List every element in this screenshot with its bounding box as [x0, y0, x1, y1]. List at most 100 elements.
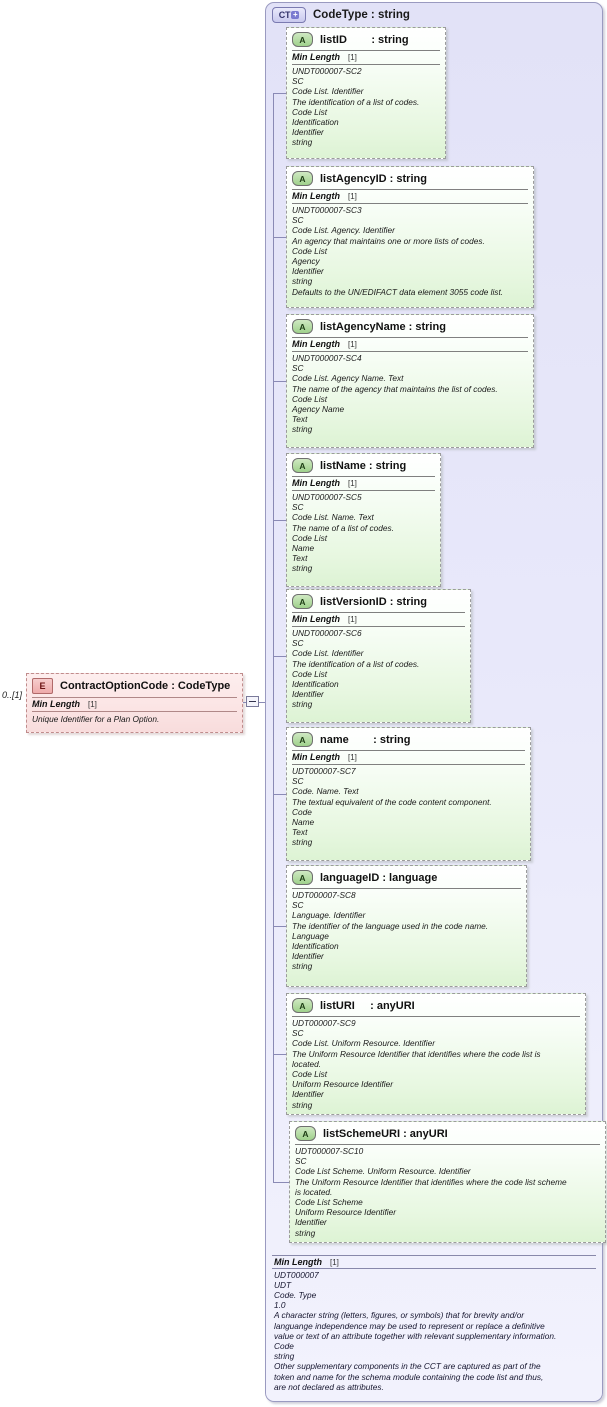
attribute-title: listSchemeURI : anyURI — [323, 1127, 448, 1140]
attribute-facet-name: Min Length — [292, 614, 340, 624]
attribute-divider-top — [292, 750, 525, 751]
element-facet-row: Min Length [1] — [27, 698, 242, 710]
attribute-documentation: UNDT000007-SC5 SC Code List. Name. Text … — [292, 492, 394, 574]
footer-divider-top — [272, 1254, 596, 1256]
attribute-connector-stub — [273, 1182, 289, 1183]
attribute-connector-stub — [273, 794, 286, 795]
attribute-facet-value: [1] — [348, 479, 357, 488]
complex-type-footer: Min Length [1] UDT000007 UDT Code. Type … — [272, 1254, 596, 1395]
element-occurrence-label: 0..[1] — [2, 690, 23, 700]
attribute-title: listVersionID : string — [320, 595, 427, 608]
attribute-badge-icon: A — [292, 319, 313, 334]
attribute-facet-row: Min Length [1] — [287, 613, 470, 625]
footer-facet-row: Min Length [1] — [272, 1256, 596, 1268]
collapse-toggle-button[interactable] — [246, 696, 259, 707]
attribute-documentation: UDT000007-SC7 SC Code. Name. Text The te… — [292, 766, 492, 848]
attribute-facet-row: Min Length [1] — [287, 190, 533, 202]
attribute-divider-bottom — [292, 203, 528, 204]
attribute-badge-icon: A — [292, 458, 313, 473]
attribute-facet-name: Min Length — [292, 339, 340, 349]
element-facet-value: [1] — [88, 700, 97, 709]
expand-plus-icon[interactable]: + — [291, 10, 300, 19]
attribute-documentation: UDT000007-SC8 SC Language. Identifier Th… — [292, 890, 489, 972]
attribute-badge-icon: A — [292, 732, 313, 747]
attribute-divider-top — [295, 1144, 600, 1145]
attribute-divider-top — [292, 189, 528, 190]
element-documentation: Unique Identifier for a Plan Option. — [32, 714, 160, 724]
attribute-divider-bottom — [292, 351, 528, 352]
attribute-divider-bottom — [292, 490, 435, 491]
attribute-facet-row: Min Length[1] — [287, 477, 440, 489]
attribute-documentation: UNDT000007-SC6 SC Code List. Identifier … — [292, 628, 420, 710]
attribute-title: listAgencyID : string — [320, 172, 427, 185]
attribute-facet-name: Min Length — [292, 52, 340, 62]
attribute-divider-top — [292, 50, 440, 51]
attribute-connector-rail — [273, 93, 274, 1182]
element-badge-icon: E — [32, 678, 53, 694]
footer-facet-value: [1] — [330, 1257, 339, 1267]
attribute-facet-name: Min Length — [292, 191, 340, 201]
complex-type-header[interactable]: CT+ CodeType : string — [272, 7, 410, 23]
element-divider-bottom — [32, 711, 237, 712]
element-title: ContractOptionCode : CodeType — [60, 680, 231, 692]
attribute-title: listURI : anyURI — [320, 999, 415, 1012]
ct-badge-label: CT — [278, 10, 291, 20]
attribute-divider-top — [292, 612, 465, 613]
attribute-badge-icon: A — [292, 870, 313, 885]
attribute-title: name : string — [320, 733, 411, 746]
attribute-facet-value: [1] — [348, 192, 357, 201]
element-header: E ContractOptionCode : CodeType — [27, 674, 242, 696]
attribute-facet-row: Min Length [1] — [287, 51, 445, 63]
attribute-facet-value: [1] — [348, 753, 357, 762]
element-divider-top — [32, 697, 237, 698]
attribute-divider-bottom — [292, 764, 525, 765]
attribute-divider-bottom — [292, 64, 440, 65]
attribute-badge-icon: A — [292, 171, 313, 186]
attribute-title: listID : string — [320, 33, 409, 46]
element-facet-name: Min Length — [32, 699, 80, 709]
attribute-documentation: UNDT000007-SC4 SC Code List. Agency Name… — [292, 353, 498, 435]
element-box-contractoptioncode[interactable]: E ContractOptionCode : CodeType Min Leng… — [26, 673, 243, 733]
attribute-connector-stub — [273, 656, 286, 657]
attribute-documentation: UNDT000007-SC2 SC Code List. Identifier … — [292, 66, 420, 148]
attribute-title: listName : string — [320, 459, 407, 472]
attribute-connector-stub — [273, 381, 286, 382]
attribute-documentation: UDT000007-SC10 SC Code List Scheme. Unif… — [295, 1146, 567, 1238]
footer-documentation: UDT000007 UDT Code. Type 1.0 A character… — [274, 1269, 557, 1392]
attribute-facet-value: [1] — [348, 53, 357, 62]
attribute-badge-icon: A — [292, 32, 313, 47]
attribute-connector-stub — [273, 520, 286, 521]
attribute-connector-stub — [273, 926, 286, 927]
attribute-badge-icon: A — [292, 594, 313, 609]
complex-type-badge-icon[interactable]: CT+ — [272, 7, 306, 23]
attribute-divider-top — [292, 888, 521, 889]
attribute-connector-stub — [273, 237, 286, 238]
complex-type-title: CodeType : string — [313, 9, 410, 21]
attribute-divider-bottom — [292, 626, 465, 627]
attribute-facet-row: Min Length [1] — [287, 751, 530, 763]
attribute-connector-stub — [273, 93, 286, 94]
attribute-documentation: UDT000007-SC9 SC Code List. Uniform Reso… — [292, 1018, 541, 1110]
attribute-title: listAgencyName : string — [320, 320, 446, 333]
attribute-facet-name: Min Length — [292, 752, 340, 762]
attribute-facet-value: [1] — [348, 615, 357, 624]
